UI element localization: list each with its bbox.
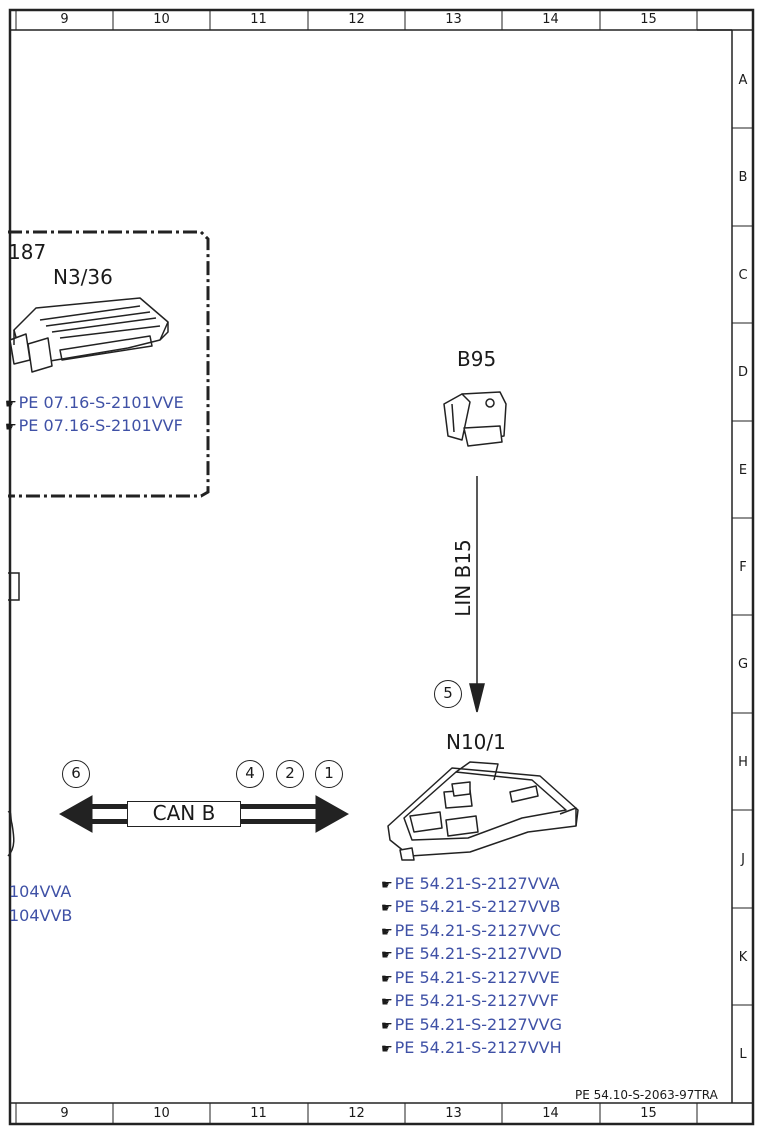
left-partial-ref-link[interactable]: 104VVA [9,882,72,901]
column-label: 13 [445,1106,462,1121]
row-label: B [738,170,748,185]
can-b-label: CAN B [127,801,241,827]
left-partial-connector [7,572,20,857]
sam-control-unit-icon [387,761,579,861]
lin-b15-wire [469,476,485,713]
n10-1-ref-link[interactable]: ☛PE 54.21-S-2127VVF [381,991,559,1010]
n10-1-ref-link[interactable]: ☛PE 54.21-S-2127VVH [381,1038,562,1057]
pointer-hand-icon: ☛ [381,878,393,893]
column-label: 11 [250,1106,267,1121]
n10-1-ref-link[interactable]: ☛PE 54.21-S-2127VVC [381,921,561,940]
row-label: F [739,560,747,575]
n3-36-ref-link[interactable]: ☛PE 07.16-S-2101VVE [5,393,184,412]
pointer-hand-icon: ☛ [381,925,393,940]
pointer-hand-icon: ☛ [381,1042,393,1057]
column-label: 14 [542,12,559,27]
row-label: K [738,950,748,965]
row-label: D [737,365,748,380]
row-label: H [738,755,748,770]
column-label: 9 [60,12,69,27]
pointer-hand-icon: ☛ [381,1019,393,1034]
pin-1: 1 [315,760,343,788]
pointer-hand-icon: ☛ [381,972,393,987]
pin-5: 5 [434,680,462,708]
n3-36-boundary-box [8,230,210,498]
column-label: 15 [640,12,657,27]
row-label: J [741,852,745,867]
row-label: G [737,657,749,672]
pointer-hand-icon: ☛ [381,901,393,916]
row-label: E [738,463,748,478]
column-label: 12 [348,12,365,27]
pin-6: 6 [62,760,90,788]
pin-2: 2 [276,760,304,788]
pointer-hand-icon: ☛ [381,995,393,1010]
n10-1-ref-link[interactable]: ☛PE 54.21-S-2127VVB [381,897,561,916]
n3-36-ref-link[interactable]: ☛PE 07.16-S-2101VVF [5,416,183,435]
pin-4: 4 [236,760,264,788]
row-label: A [738,73,748,88]
n10-1-ref-link[interactable]: ☛PE 54.21-S-2127VVA [381,874,560,893]
column-label: 13 [445,12,462,27]
n10-1-label: N10/1 [446,730,506,754]
n10-1-ref-link[interactable]: ☛PE 54.21-S-2127VVE [381,968,560,987]
column-label: 15 [640,1106,657,1121]
pointer-hand-icon: ☛ [5,420,17,435]
document-id: PE 54.10-S-2063-97TRA [575,1088,718,1102]
column-label: 9 [60,1106,69,1121]
n10-1-ref-link[interactable]: ☛PE 54.21-S-2127VVD [381,944,562,963]
battery-sensor-icon [443,391,507,447]
pointer-hand-icon: ☛ [381,948,393,963]
left-partial-ref-link[interactable]: 104VVB [9,906,73,925]
column-label: 12 [348,1106,365,1121]
column-label: 11 [250,12,267,27]
drawing-frame [8,8,755,1126]
n10-1-ref-link[interactable]: ☛PE 54.21-S-2127VVG [381,1015,563,1034]
column-label: 14 [542,1106,559,1121]
column-label: 10 [153,12,170,27]
n3-36-label: N3/36 [53,265,113,289]
row-label: C [738,268,748,283]
column-label: 10 [153,1106,170,1121]
n3-36-partial-code: 187 [8,240,47,264]
row-label: L [739,1047,747,1062]
engine-control-unit-icon [9,297,169,373]
b95-label: B95 [457,347,497,371]
pointer-hand-icon: ☛ [5,397,17,412]
lin-b15-label: LIN B15 [451,539,475,617]
